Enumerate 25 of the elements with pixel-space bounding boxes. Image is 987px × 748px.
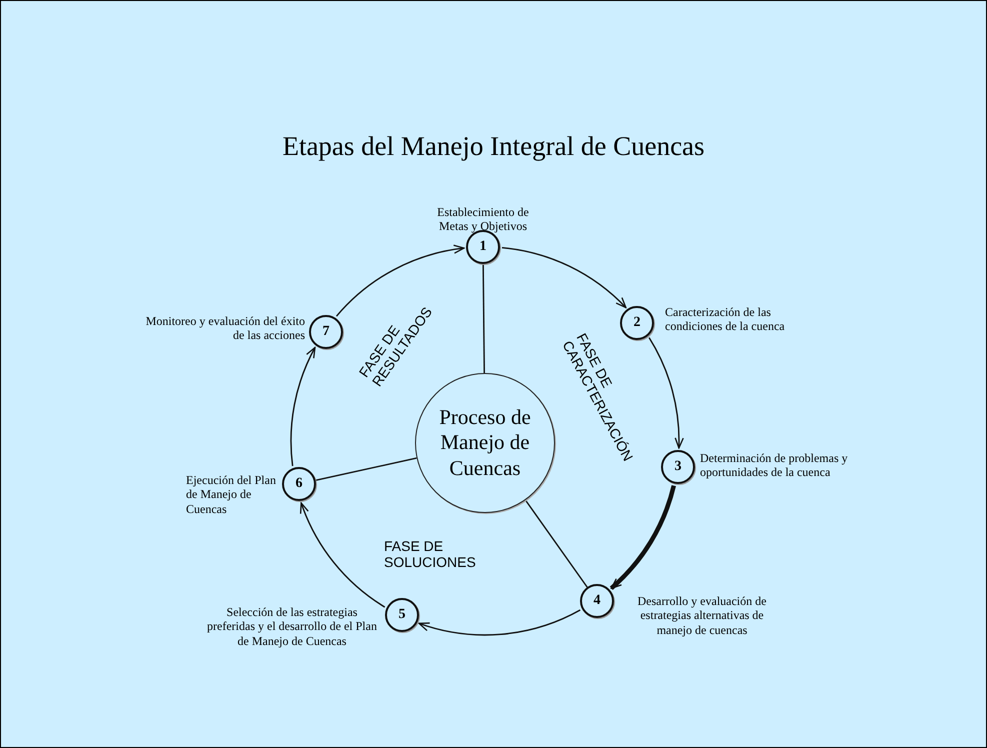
step-circle: 5 bbox=[385, 598, 419, 632]
arrow bbox=[502, 247, 627, 308]
arrow bbox=[300, 502, 386, 608]
connector-line bbox=[524, 500, 588, 588]
step-description: Caracterización de las condiciones de la cuenca bbox=[665, 305, 786, 334]
step-circle: 7 bbox=[309, 315, 343, 349]
arrow bbox=[648, 337, 684, 449]
step-description: Ejecución del Plan de Manejo de Cuencas bbox=[186, 473, 277, 516]
step-circle: 3 bbox=[661, 450, 695, 484]
step-circle: 4 bbox=[580, 584, 614, 618]
arrow bbox=[336, 245, 465, 317]
step-circle: 6 bbox=[282, 467, 316, 501]
connector-line bbox=[315, 457, 417, 482]
arrow bbox=[290, 346, 316, 466]
connector-line bbox=[482, 264, 485, 374]
arrow bbox=[610, 484, 676, 590]
step-description: Selección de las estrategias preferidas y el desarrollo de el Plan de Manejo de Cuencas bbox=[206, 605, 378, 648]
step-description: Desarrollo y evaluación de estrategias alternativas de manejo de cuencas bbox=[636, 594, 768, 638]
diagram-title: Etapas del Manejo Integral de Cuencas bbox=[281, 131, 706, 162]
step-description: Determinación de problemas y oportunidades de la cuenca bbox=[700, 451, 849, 480]
step-description: Monitoreo y evaluación del éxito de las acciones bbox=[144, 314, 305, 343]
arrow bbox=[418, 609, 580, 636]
step-circle: 2 bbox=[620, 306, 654, 340]
process-circle: Proceso de Manejo de Cuencas bbox=[415, 373, 555, 513]
phase-label: FASE DE SOLUCIONES bbox=[384, 538, 476, 570]
